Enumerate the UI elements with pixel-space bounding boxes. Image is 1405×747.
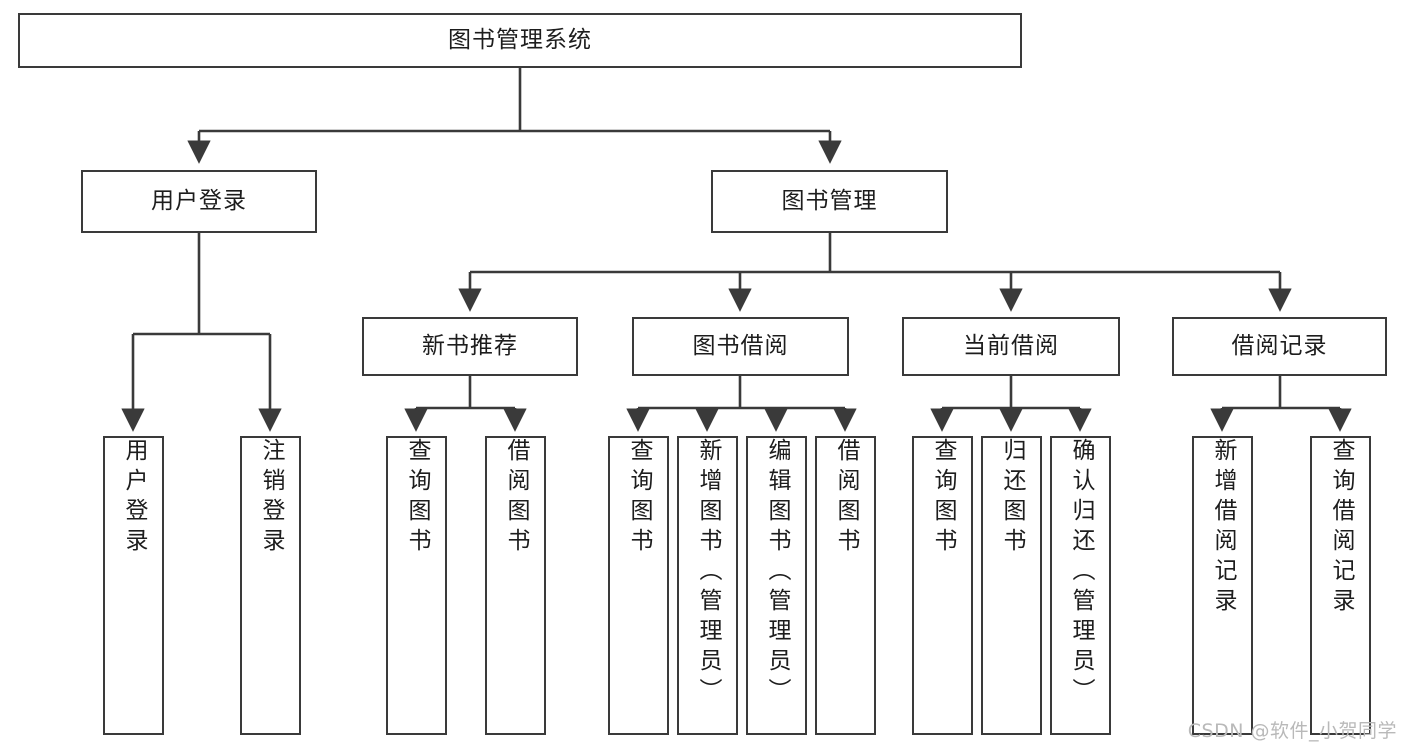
node-book-manage-label: 图书管理	[781, 187, 878, 214]
node-book-borrow[interactable]: 图书借阅	[632, 317, 849, 376]
leaf-edit-book[interactable]: 编辑图书（管理员）	[746, 436, 807, 735]
leaf-user-logout-label: 注销登录	[258, 438, 284, 558]
leaf-borrow-book-1-label: 借阅图书	[503, 438, 529, 558]
leaf-query-book-3[interactable]: 查询图书	[912, 436, 973, 735]
leaf-borrow-book-2[interactable]: 借阅图书	[815, 436, 876, 735]
leaf-user-login[interactable]: 用户登录	[103, 436, 164, 735]
leaf-query-book-2-label: 查询图书	[626, 438, 652, 558]
leaf-return-book-label: 归还图书	[999, 438, 1025, 558]
node-current-borrow-label: 当前借阅	[963, 332, 1059, 359]
leaf-query-book-1-label: 查询图书	[404, 438, 430, 558]
leaf-user-logout[interactable]: 注销登录	[240, 436, 301, 735]
csdn-watermark: CSDN @软件_小贺同学	[1187, 720, 1397, 742]
node-current-borrow[interactable]: 当前借阅	[902, 317, 1120, 376]
leaf-borrow-book-2-label: 借阅图书	[833, 438, 859, 558]
node-new-book-recommend[interactable]: 新书推荐	[362, 317, 578, 376]
leaf-return-book[interactable]: 归还图书	[981, 436, 1042, 735]
node-root[interactable]: 图书管理系统	[18, 13, 1022, 68]
leaf-confirm-return[interactable]: 确认归还（管理员）	[1050, 436, 1111, 735]
node-user-login-label: 用户登录	[151, 187, 247, 214]
leaf-query-record-label: 查询借阅记录	[1328, 438, 1354, 618]
leaf-query-book-2[interactable]: 查询图书	[608, 436, 669, 735]
leaf-edit-book-label: 编辑图书（管理员）	[764, 438, 790, 708]
leaf-confirm-return-label: 确认归还（管理员）	[1068, 438, 1094, 708]
leaf-add-record-label: 新增借阅记录	[1210, 438, 1236, 618]
leaf-borrow-book-1[interactable]: 借阅图书	[485, 436, 546, 735]
node-borrow-record[interactable]: 借阅记录	[1172, 317, 1387, 376]
node-root-label: 图书管理系统	[448, 26, 592, 53]
node-book-borrow-label: 图书借阅	[692, 332, 789, 359]
node-book-manage[interactable]: 图书管理	[711, 170, 948, 233]
node-new-book-recommend-label: 新书推荐	[422, 332, 518, 359]
leaf-add-book-label: 新增图书（管理员）	[695, 438, 721, 708]
leaf-query-book-1[interactable]: 查询图书	[386, 436, 447, 735]
node-user-login[interactable]: 用户登录	[81, 170, 317, 233]
node-borrow-record-label: 借阅记录	[1231, 332, 1328, 359]
leaf-add-book[interactable]: 新增图书（管理员）	[677, 436, 738, 735]
leaf-query-book-3-label: 查询图书	[930, 438, 956, 558]
leaf-user-login-label: 用户登录	[121, 438, 147, 558]
leaf-add-record[interactable]: 新增借阅记录	[1192, 436, 1253, 735]
leaf-query-record[interactable]: 查询借阅记录	[1310, 436, 1371, 735]
